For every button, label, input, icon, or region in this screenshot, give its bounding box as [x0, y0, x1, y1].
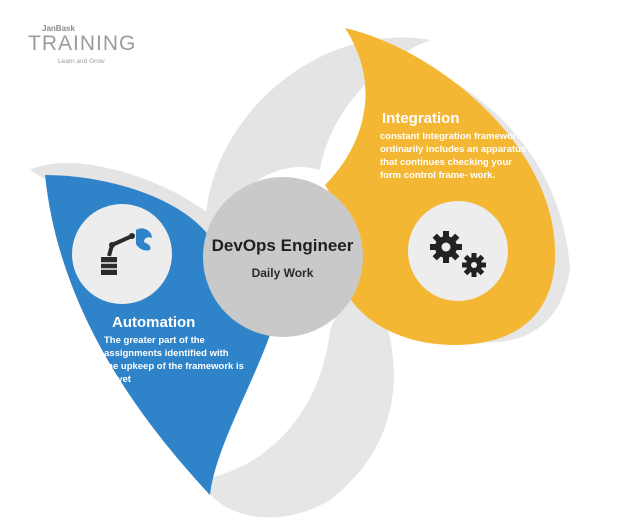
center-circle	[203, 177, 363, 337]
janbask-logo: JanBask TRAINING Learn and Grow	[22, 22, 135, 70]
integration-title: Integration	[382, 110, 460, 127]
top-shadow-shape	[204, 37, 430, 240]
automation-icon-circle	[72, 204, 172, 304]
center-title: DevOps Engineer	[211, 236, 354, 255]
logo-top-text: JanBask	[42, 24, 75, 33]
robotic-arm-icon	[101, 228, 152, 275]
logo-sub-text: Learn and Grow	[58, 58, 105, 65]
automation-title: Automation	[112, 314, 196, 331]
gears-icon	[430, 231, 486, 277]
automation-description: The greater part of the assignments iden…	[104, 335, 244, 385]
logo-main-text: TRAINING	[28, 32, 137, 55]
center-subtitle: Daily Work	[251, 266, 314, 280]
integration-icon-circle	[408, 201, 508, 301]
bottom-shadow-shape	[200, 260, 394, 518]
integration-description: constant Integration framework ordinaril…	[380, 131, 527, 181]
